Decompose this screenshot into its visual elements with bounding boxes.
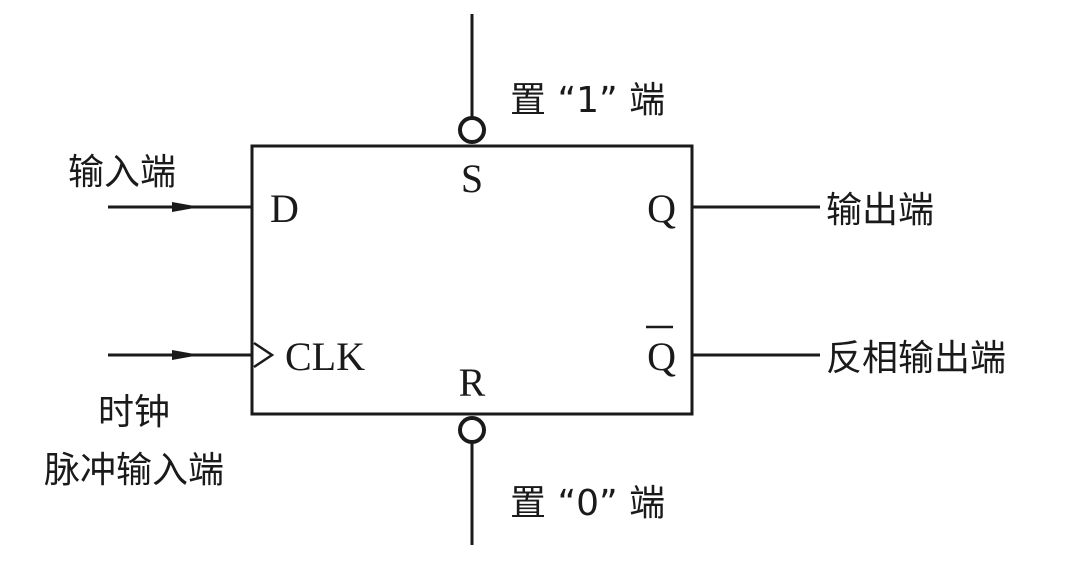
clk-input-arrow xyxy=(172,350,200,360)
reset-inversion-bubble xyxy=(458,416,486,444)
clock-label-line2: 脉冲输入端 xyxy=(44,450,224,491)
pin-label-clk: CLK xyxy=(285,334,365,379)
pin-label-s: S xyxy=(461,156,483,201)
input-terminal-label: 输入端 xyxy=(68,152,176,193)
pin-label-d: D xyxy=(270,186,299,231)
clock-edge-triangle xyxy=(253,341,275,369)
clock-label-line1: 时钟 xyxy=(98,392,170,433)
set-terminal-label: 置 “1” 端 xyxy=(510,80,665,121)
output-terminal-label: 输出端 xyxy=(826,190,934,231)
pin-label-r: R xyxy=(459,360,486,405)
set-inversion-bubble xyxy=(458,116,486,144)
pin-label-q: Q xyxy=(647,186,676,231)
pin-label-q-bar: Q xyxy=(647,334,676,379)
d-input-arrow xyxy=(172,202,200,212)
inverted-output-terminal-label: 反相输出端 xyxy=(826,338,1006,379)
reset-terminal-label: 置 “0” 端 xyxy=(510,483,665,524)
flip-flop-box xyxy=(250,144,694,416)
